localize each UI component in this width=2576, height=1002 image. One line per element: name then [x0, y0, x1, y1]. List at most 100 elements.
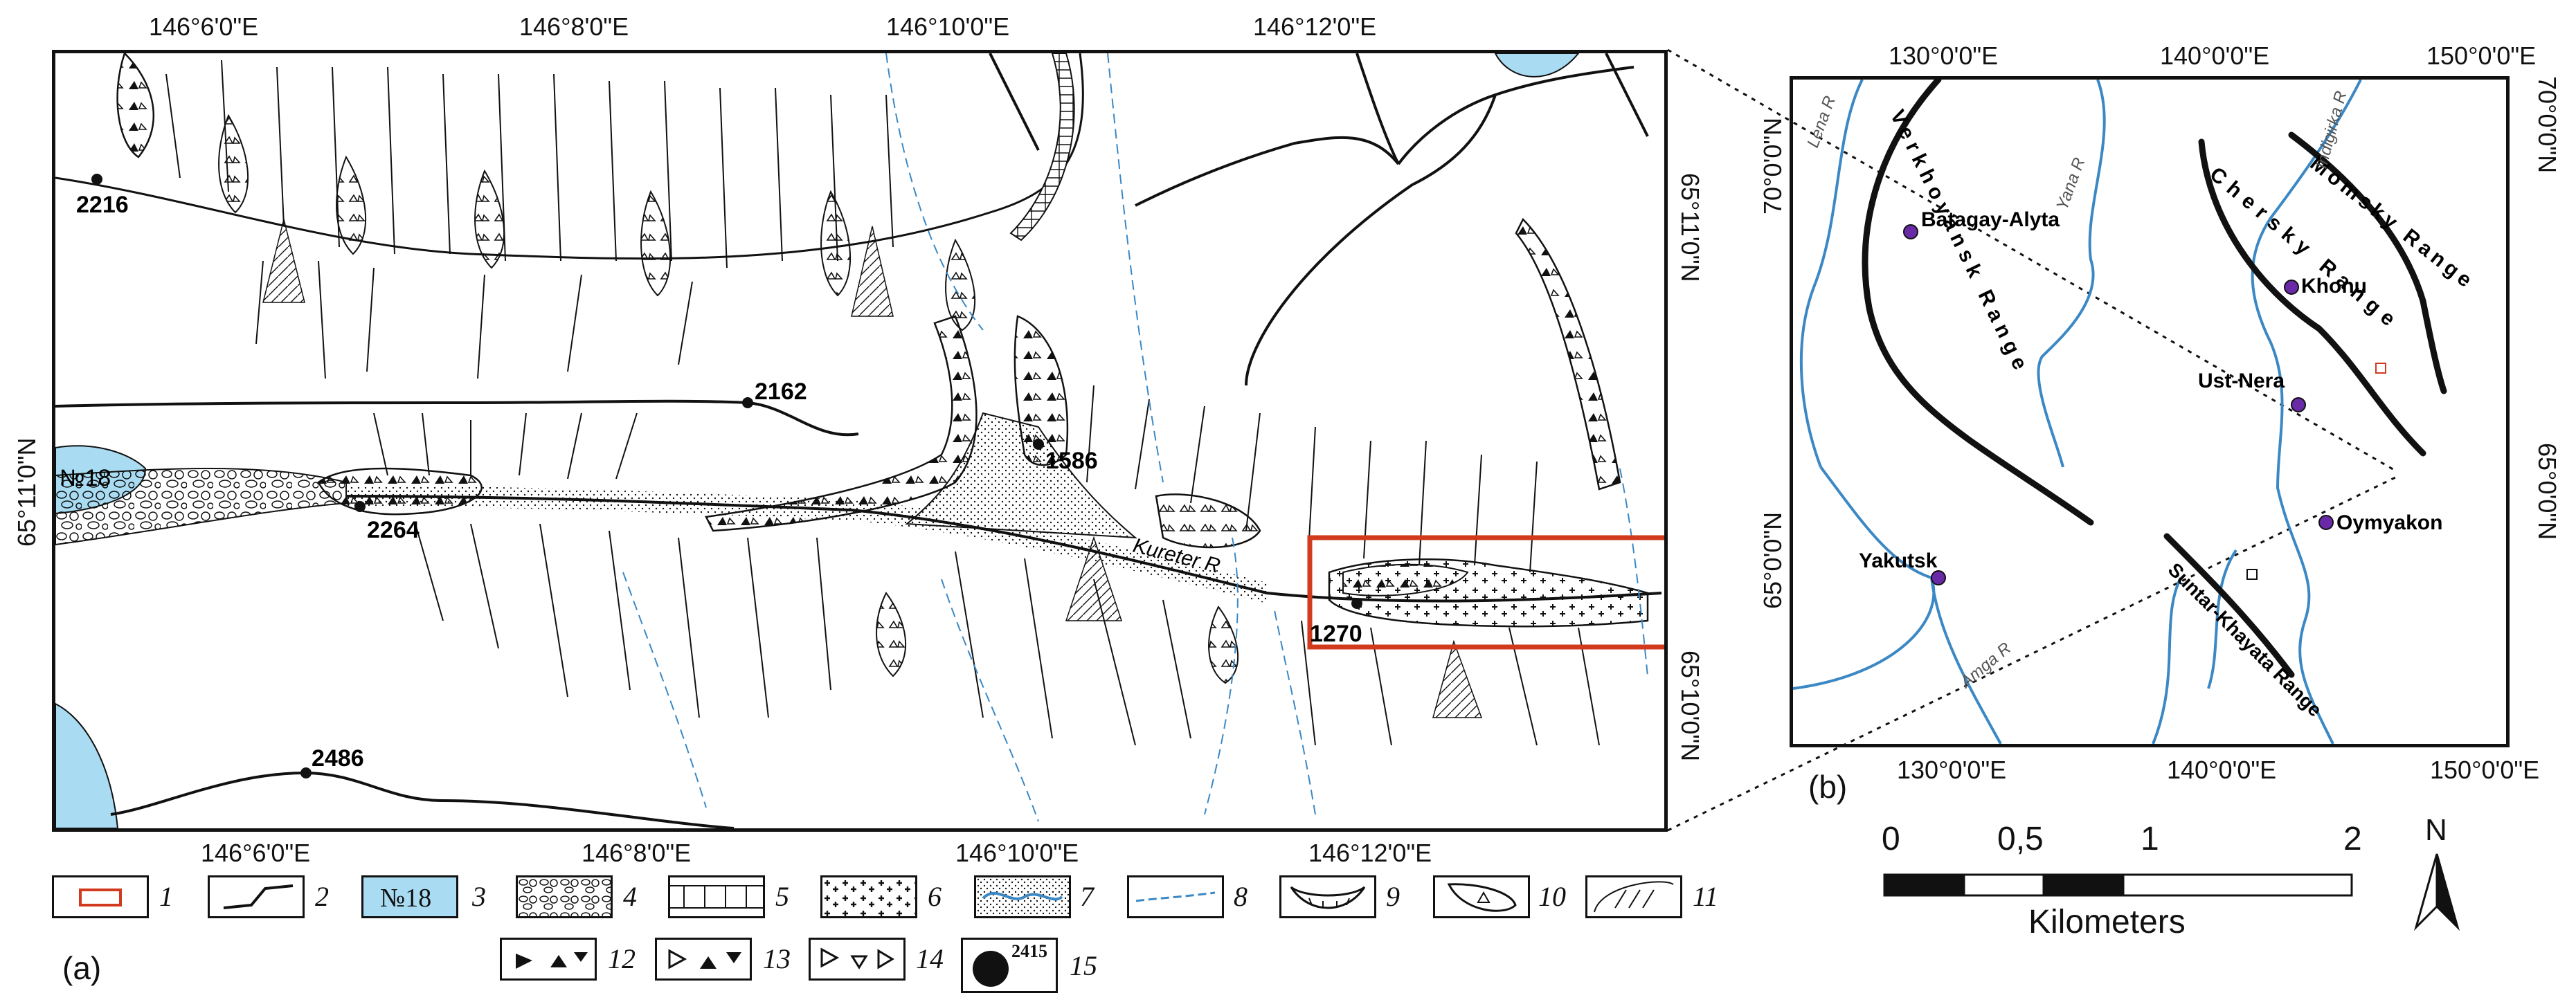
gullies-lower-south [415, 523, 1600, 746]
elev-label-2486: 2486 [312, 745, 364, 772]
place-ust-nera: Ust-Nera [2198, 370, 2285, 392]
upper-valley-wall [1009, 53, 1075, 242]
legend-9-box [1279, 875, 1376, 918]
panel-b-left-lat-2: 65°0'0"N [1758, 511, 1787, 609]
scale-tick-0: 0 [1882, 821, 1900, 857]
range-chersky: Chersky Range [2206, 163, 2405, 335]
place-yakutsk: Yakutsk [1859, 549, 1938, 572]
panel-a-right-lat-2: 65°10'0"N [1676, 650, 1704, 762]
river-indigirka: Indigirka R [2312, 89, 2351, 171]
legend-12-box [500, 938, 597, 981]
panel-b-settlements [1903, 224, 2334, 585]
place-oymyakon: Oymyakon [2336, 511, 2442, 534]
legend-4-number: 4 [623, 881, 637, 912]
panel-b-bottom-lon-3: 150°0'0"E [2430, 756, 2540, 784]
elevation-points [91, 174, 1362, 778]
legend-15-number: 15 [1070, 950, 1097, 981]
panel-b-top-lon-2: 140°0'0"E [2160, 42, 2270, 70]
scale-unit: Kilometers [2028, 904, 2186, 940]
dashed-streams [622, 53, 1648, 822]
moraine-west-2264 [317, 467, 483, 516]
panel-b-left-lat-1: 70°0'0"N [1758, 117, 1787, 215]
elev-label-1270: 1270 [1310, 621, 1362, 647]
ridge-2162 [55, 399, 859, 437]
legend-1-number: 1 [159, 881, 173, 912]
gullies-upper [165, 60, 894, 379]
legend-6-box [820, 875, 917, 918]
ridge-north-peak [1397, 66, 1634, 165]
panel-b-range-lines [1862, 80, 2447, 678]
river-lena: Lena R [1803, 93, 1839, 150]
scale-tick-2: 2 [2343, 821, 2362, 857]
legend-9-number: 9 [1386, 881, 1400, 912]
panel-b-right-lat-2: 65°0'0"N [2533, 443, 2561, 540]
panel-a-bottom-lon-1: 146°6'0"E [201, 839, 311, 867]
panel-a-top-lon-2: 146°8'0"E [519, 12, 629, 41]
ridge-north-3 [1605, 53, 1649, 137]
panel-a-bottom-lon-3: 146°10'0"E [955, 839, 1079, 867]
moraine-northeast [1515, 217, 1621, 491]
elev-label-2264: 2264 [367, 517, 420, 543]
legend-3-lake-text: №18 [380, 884, 432, 913]
place-batagay-alyta: Batagay-Alyta [1921, 208, 2060, 231]
moraine-central-long [705, 315, 978, 532]
legend-15-box: 2415 [961, 938, 1058, 993]
legend-11-number: 11 [1693, 881, 1719, 912]
legend-6-number: 6 [928, 881, 942, 912]
elev-label-1586: 1586 [1045, 448, 1098, 474]
panel-a-top-lon-4: 146°12'0"E [1253, 12, 1377, 41]
legend-13-number: 13 [763, 943, 791, 974]
scale-tick-05: 0,5 [1997, 821, 2044, 857]
panel-a-right-lat-1: 65°11'0"N [1676, 173, 1704, 282]
lake-southwest [55, 702, 119, 828]
legend-13-box [655, 938, 752, 981]
study-site-square [2375, 363, 2386, 374]
panel-b-map-frame: Batagay-Alyta Khonu Ust-Nera Oymyakon Ya… [1790, 76, 2510, 747]
panel-a-map-drawing: 2216 2162 2264 1586 1270 2486 №18 Kurete… [55, 53, 1664, 828]
legend-5-number: 5 [775, 881, 789, 912]
north-arrow-icon [2413, 853, 2460, 931]
legend-7-number: 7 [1080, 881, 1094, 912]
legend-2-box [208, 875, 305, 918]
panel-a-top-lon-1: 146°6'0"E [149, 12, 259, 41]
legend-3-number: 3 [472, 881, 486, 912]
legend-3-box: №18 [361, 875, 458, 918]
panel-b-map-drawing: Batagay-Alyta Khonu Ust-Nera Oymyakon Ya… [1793, 80, 2479, 744]
panel-b-top-lon-3: 150°0'0"E [2426, 42, 2537, 70]
study-area-highlight [1307, 535, 1664, 650]
ridge-2486 [110, 771, 735, 828]
panel-a-left-lat: 65°11'0"N [12, 437, 41, 547]
elev-label-2162: 2162 [755, 379, 807, 405]
elev-label-2216: 2216 [76, 192, 129, 218]
panel-a-label: (a) [62, 950, 102, 986]
panel-b-bottom-lon-2: 140°0'0"E [2167, 756, 2277, 784]
panel-a-bottom-lon-4: 146°12'0"E [1308, 839, 1432, 867]
moraine-central-right [1014, 315, 1069, 466]
legend-7-box [974, 875, 1071, 918]
legend-5-box [668, 875, 765, 918]
ridge-northeast-1 [1245, 94, 1497, 386]
legend-2-number: 2 [315, 881, 329, 912]
legend-14-number: 14 [916, 943, 944, 974]
legend-14-box [809, 938, 906, 981]
lake-18-label: №18 [60, 465, 111, 491]
range-verkhoyansk: Verkhoyansk Range [1886, 107, 2034, 379]
legend-1-box [52, 875, 149, 918]
legend-4-box [516, 875, 613, 918]
panel-b-label: (b) [1808, 769, 1848, 805]
legend-10-box [1433, 875, 1530, 918]
panel-b-top-lon-1: 130°0'0"E [1889, 42, 1999, 70]
moraine-northwest [116, 53, 154, 158]
ridge-north-2 [1355, 53, 1400, 165]
moraine-kureter-east [1155, 493, 1261, 549]
ridge-north-1 [989, 53, 1040, 151]
scale-bar [1883, 873, 2353, 897]
rock-glacier-1270-front [1342, 563, 1469, 596]
gullies-lower-north [373, 385, 1538, 573]
river-amga: Amga R [1956, 639, 2015, 693]
scree-slopes [262, 219, 1483, 718]
legend-8-number: 8 [1234, 881, 1248, 912]
panel-a-bottom-lon-2: 146°8'0"E [582, 839, 692, 867]
river-yana: Yana R [2053, 155, 2089, 212]
ridge-northeast-2 [1135, 136, 1400, 207]
